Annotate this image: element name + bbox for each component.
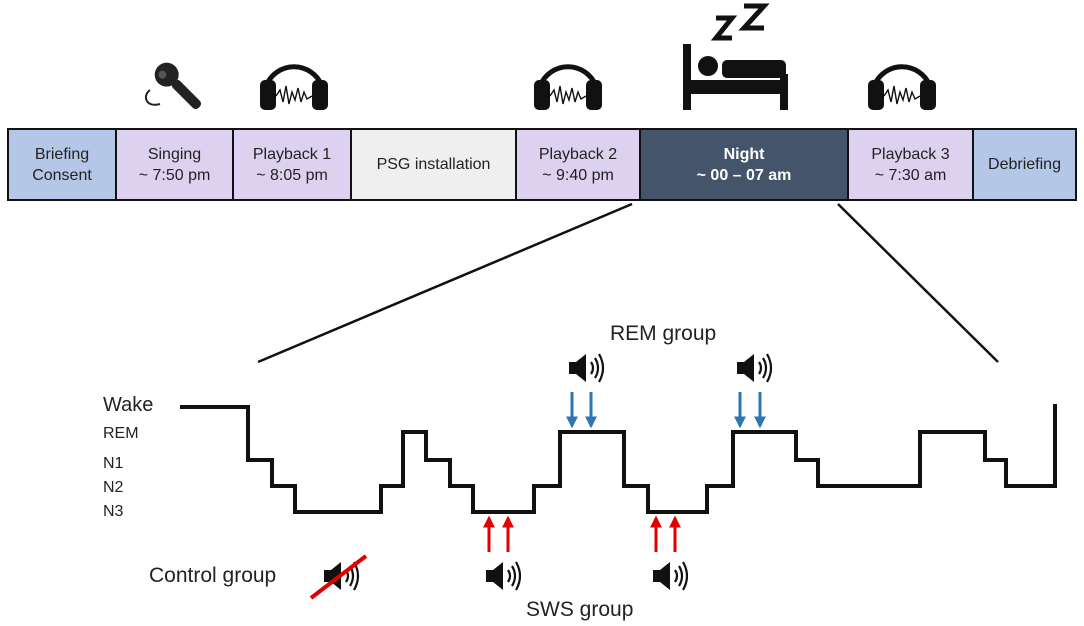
segment-label: Playback 3: [871, 145, 950, 163]
timeline-segment-singing: Singing ~ 7:50 pm: [117, 130, 234, 199]
protocol-timeline: Briefing Consent Singing ~ 7:50 pm Playb…: [7, 128, 1077, 201]
muted-speaker-icon: [309, 554, 368, 600]
segment-label: Singing: [147, 145, 202, 163]
zoom-line-right: [837, 203, 999, 363]
speaker-icon: [567, 352, 605, 384]
control-group-label: Control group: [149, 564, 277, 587]
segment-label: PSG installation: [376, 156, 491, 173]
segment-time: ~ 9:40 pm: [542, 166, 614, 184]
speaker-icon: [484, 560, 522, 592]
segment-sublabel: Consent: [32, 166, 92, 184]
stage-label-n2: N2: [103, 479, 124, 496]
segment-time: ~ 00 – 07 am: [696, 166, 792, 184]
hypnogram-trace: [180, 404, 1057, 514]
timeline-segment-playback-3: Playback 3 ~ 7:30 am: [849, 130, 974, 199]
stage-label-wake: Wake: [103, 394, 154, 416]
timeline-segment-night: Night ~ 00 – 07 am: [641, 130, 849, 199]
stage-label-rem: REM: [103, 425, 139, 442]
timeline-segment-playback-1: Playback 1 ~ 8:05 pm: [234, 130, 352, 199]
microphone-icon: [144, 62, 202, 110]
sleeping-bed-icon: [683, 3, 788, 110]
rem-group-label: REM group: [610, 322, 717, 345]
stage-label-n3: N3: [103, 503, 124, 520]
segment-label: Debriefing: [988, 156, 1061, 173]
timeline-segment-briefing: Briefing Consent: [9, 130, 117, 199]
sws-group-label: SWS group: [526, 598, 634, 621]
top-icons-layer: [144, 3, 1084, 128]
speaker-icon: [735, 352, 773, 384]
segment-label: Briefing: [34, 145, 90, 163]
timeline-segment-psg-installation: PSG installation: [352, 130, 517, 199]
speaker-icon: [651, 560, 689, 592]
segment-time: ~ 7:30 am: [874, 166, 947, 184]
stage-label-n1: N1: [103, 455, 124, 472]
segment-label: Playback 2: [538, 145, 618, 163]
timeline-segment-debriefing: Debriefing: [974, 130, 1075, 199]
segment-label: Night: [723, 145, 765, 163]
zoom-line-left: [257, 202, 633, 364]
segment-time: ~ 8:05 pm: [256, 166, 328, 184]
segment-label: Playback 1: [252, 145, 332, 163]
segment-time: ~ 7:50 pm: [138, 166, 211, 184]
timeline-segment-playback-2: Playback 2 ~ 9:40 pm: [517, 130, 641, 199]
